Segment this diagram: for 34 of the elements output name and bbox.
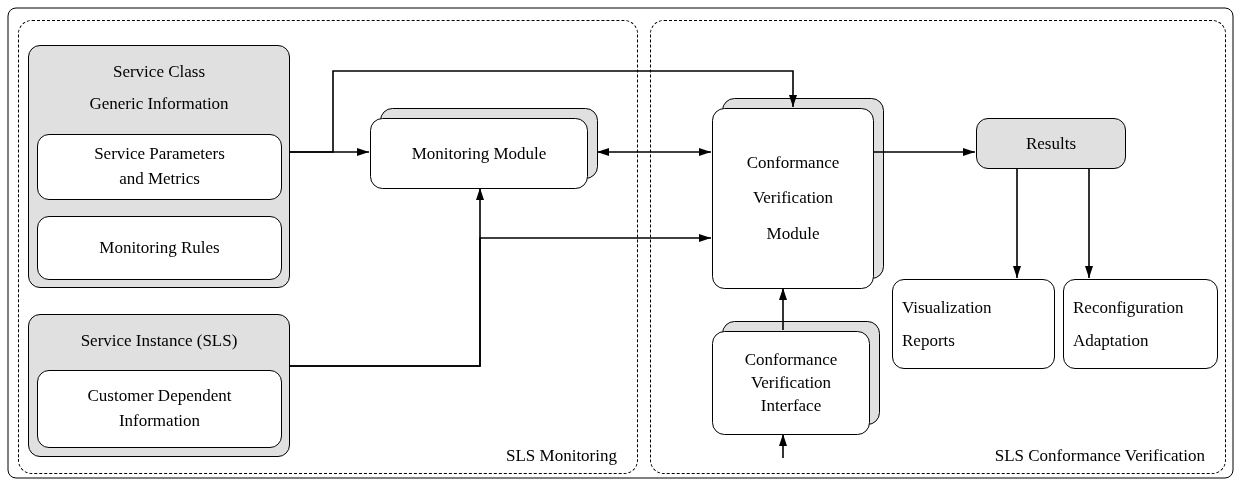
group-heading: Service Instance (SLS) [79,330,239,352]
arrow [1013,167,1021,279]
output-box [892,279,1055,369]
result-box [976,118,1126,169]
box-label: Reconfiguration Adaptation [1072,296,1185,352]
group-box [28,45,290,288]
stacked-module-box [712,321,880,435]
box-label: Conformance Verification Module [745,151,841,246]
arrow [872,148,976,156]
box-label: Visualization Reports [901,296,993,352]
stacked-module-box [370,108,598,189]
arrow [288,234,712,367]
process-box [37,216,282,280]
region-label: SLS Monitoring [506,445,617,468]
box-label: Monitoring Rules [98,236,221,259]
box-label: Conformance Verification Interface [743,348,839,417]
process-box [37,134,282,200]
box-label: Monitoring Module [410,142,548,165]
process-box [37,370,282,448]
box-label: Results [1024,132,1078,155]
arrow [1085,167,1093,279]
stacked-module-box [712,98,884,289]
box-label: Customer Dependent Information [86,385,233,432]
arrow [288,70,797,153]
dashed-region [650,20,1226,474]
group-heading: Service Class Generic Information [88,61,230,116]
box-label: Service Parameters and Metrics [93,143,226,190]
dashed-region [18,20,638,474]
arrow [596,148,712,156]
arrow [779,433,787,459]
arrow [779,287,787,331]
output-box [1063,279,1218,369]
region-label: SLS Conformance Verification [994,445,1205,468]
group-box [28,314,290,457]
